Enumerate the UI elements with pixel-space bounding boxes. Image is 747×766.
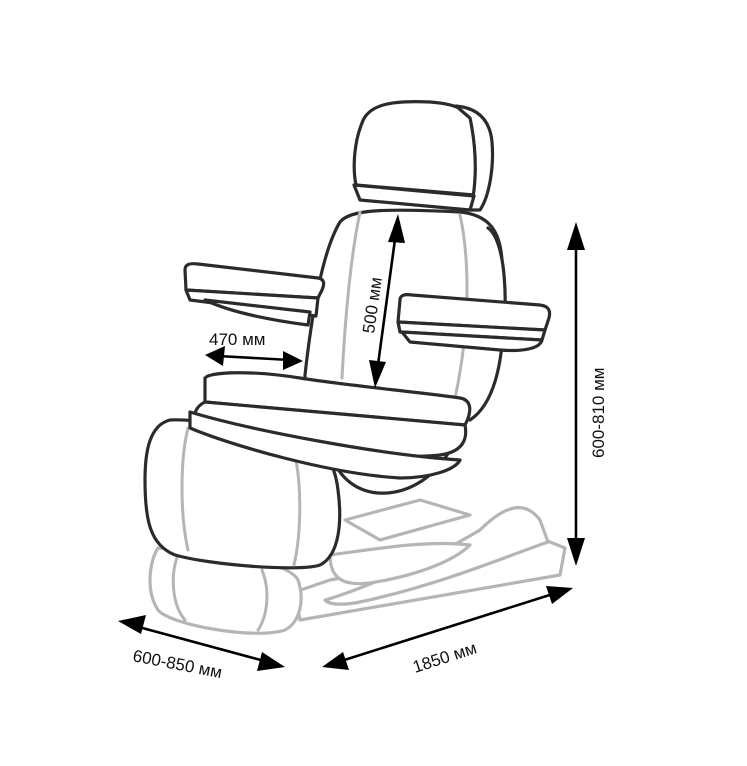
leg-rest-lower — [148, 546, 303, 635]
chair-base — [293, 498, 567, 622]
length-label: 1850 мм — [410, 638, 479, 676]
arrow-head-up — [388, 214, 405, 243]
armrest-right — [396, 293, 552, 353]
seat-height-dimension: 600-810 мм — [567, 222, 608, 566]
seat-width-label: 470 мм — [209, 330, 265, 349]
arrow-head-left — [205, 346, 225, 366]
width-label: 600-850 мм — [131, 646, 223, 682]
arrow-head-right — [257, 652, 285, 671]
arrow-head-left — [322, 652, 349, 670]
arrow-head-right — [283, 351, 303, 370]
seat-height-label: 600-810 мм — [589, 368, 608, 459]
armrest-left — [183, 262, 326, 327]
arrow-head-down — [369, 360, 386, 388]
arrow-head-down — [567, 538, 585, 566]
seat-width-dimension: 470 мм — [205, 330, 303, 370]
headrest — [352, 100, 495, 212]
arrow-head-up — [567, 222, 585, 250]
seat-cushion — [188, 371, 472, 480]
arrow-head-right — [546, 586, 573, 604]
backrest-height-dimension: 500 мм — [359, 214, 405, 388]
arrow-head-left — [118, 615, 146, 634]
